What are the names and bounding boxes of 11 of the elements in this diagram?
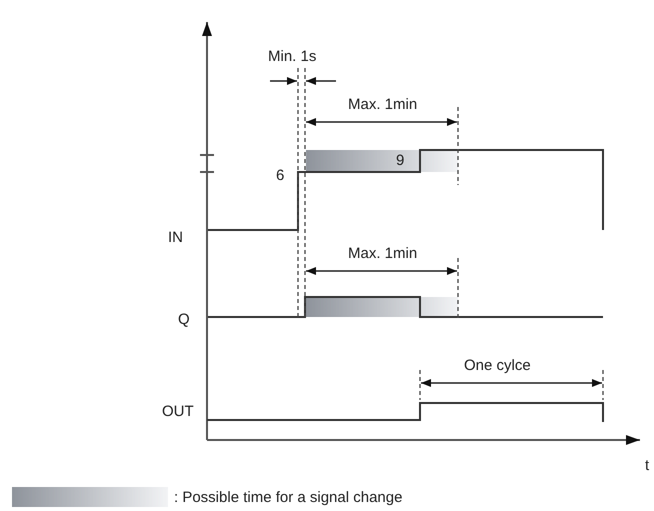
signal-name: OUT	[162, 404, 194, 419]
level-value: 6	[276, 168, 284, 183]
dimension-label: Min. 1s	[268, 49, 316, 64]
level-value: 9	[396, 153, 404, 168]
legend-text: : Possible time for a signal change	[174, 490, 402, 505]
axis-label: t	[645, 458, 650, 473]
signal-name: Q	[178, 312, 190, 327]
dimension-label: One cylce	[464, 358, 531, 373]
dimension-label: Max. 1min	[348, 246, 418, 261]
signal-name: IN	[168, 230, 183, 245]
dimension-label: Max. 1min	[348, 97, 418, 112]
